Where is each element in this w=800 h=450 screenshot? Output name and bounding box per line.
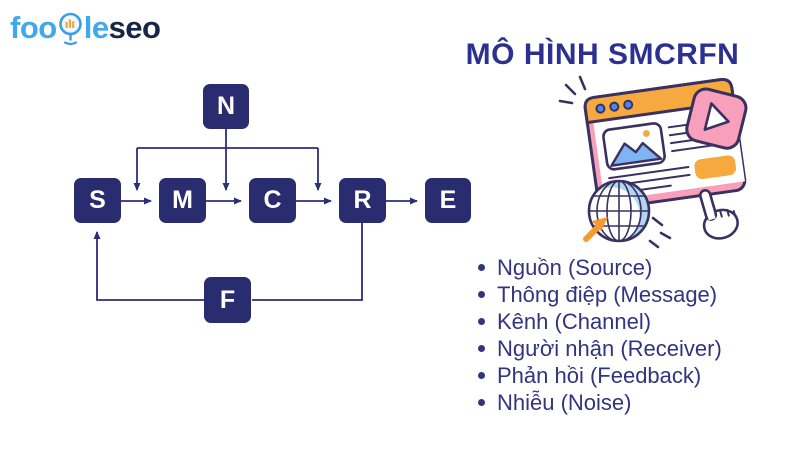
bullet-dot: [478, 372, 485, 379]
bullet-dot: [478, 291, 485, 298]
image-placeholder-icon: [602, 122, 666, 171]
list-item-text: Nhiễu (Noise): [497, 389, 632, 415]
logo: foo le seo: [10, 8, 161, 48]
sparkle-icon: [558, 75, 587, 105]
node-effect-label: E: [439, 186, 457, 214]
cursor-arrow-icon: [583, 217, 608, 242]
bullet-dot: [478, 264, 485, 271]
list-item-feedback: Phản hồi (Feedback): [478, 362, 778, 389]
node-source: S: [74, 178, 121, 223]
logo-text-seo: seo: [108, 10, 161, 45]
browser-illustration: [558, 75, 748, 249]
list-item-channel: Kênh (Channel): [478, 308, 778, 335]
window-dot: [595, 103, 606, 114]
node-channel: C: [249, 178, 296, 223]
window-dot: [609, 101, 620, 112]
list-item-text: Phản hồi (Feedback): [497, 362, 702, 388]
node-source-label: S: [89, 186, 106, 214]
node-effect: E: [425, 178, 471, 223]
node-channel-label: C: [263, 186, 282, 214]
window-dot: [623, 99, 634, 110]
legend-list: Nguồn (Source) Thông điệp (Message) Kênh…: [478, 254, 778, 416]
node-message-label: M: [172, 186, 193, 214]
list-item-message: Thông điệp (Message): [478, 281, 778, 308]
node-feedback-label: F: [219, 285, 236, 314]
page-title: MÔ HÌNH SMCRFN: [465, 38, 740, 71]
node-noise-label: N: [216, 92, 236, 120]
list-item-text: Người nhận (Receiver): [497, 335, 722, 361]
feedback-line-right: [252, 223, 363, 301]
node-noise: N: [203, 84, 249, 129]
hand-pointer-icon: [699, 189, 739, 240]
node-receiver-label: R: [353, 186, 372, 214]
play-button-icon: [685, 87, 748, 150]
sparkle-icon: [648, 216, 672, 249]
cta-button: [694, 155, 737, 180]
list-item-receiver: Người nhận (Receiver): [478, 335, 778, 362]
logo-text-foo: foo: [10, 10, 57, 45]
bullet-dot: [478, 318, 485, 325]
list-item-text: Kênh (Channel): [497, 308, 652, 334]
bullet-dot: [478, 399, 485, 406]
node-message: M: [159, 178, 206, 223]
list-item-text: Nguồn (Source): [497, 254, 653, 280]
list-item-source: Nguồn (Source): [478, 254, 778, 281]
globe-chart-icon: [58, 12, 82, 46]
feedback-line-left: [93, 231, 204, 301]
node-receiver: R: [339, 178, 386, 223]
list-item-text: Thông điệp (Message): [497, 281, 718, 307]
list-item-noise: Nhiễu (Noise): [478, 389, 778, 416]
logo-text-le: le: [83, 10, 109, 45]
bullet-dot: [478, 345, 485, 352]
node-feedback: F: [204, 277, 251, 323]
